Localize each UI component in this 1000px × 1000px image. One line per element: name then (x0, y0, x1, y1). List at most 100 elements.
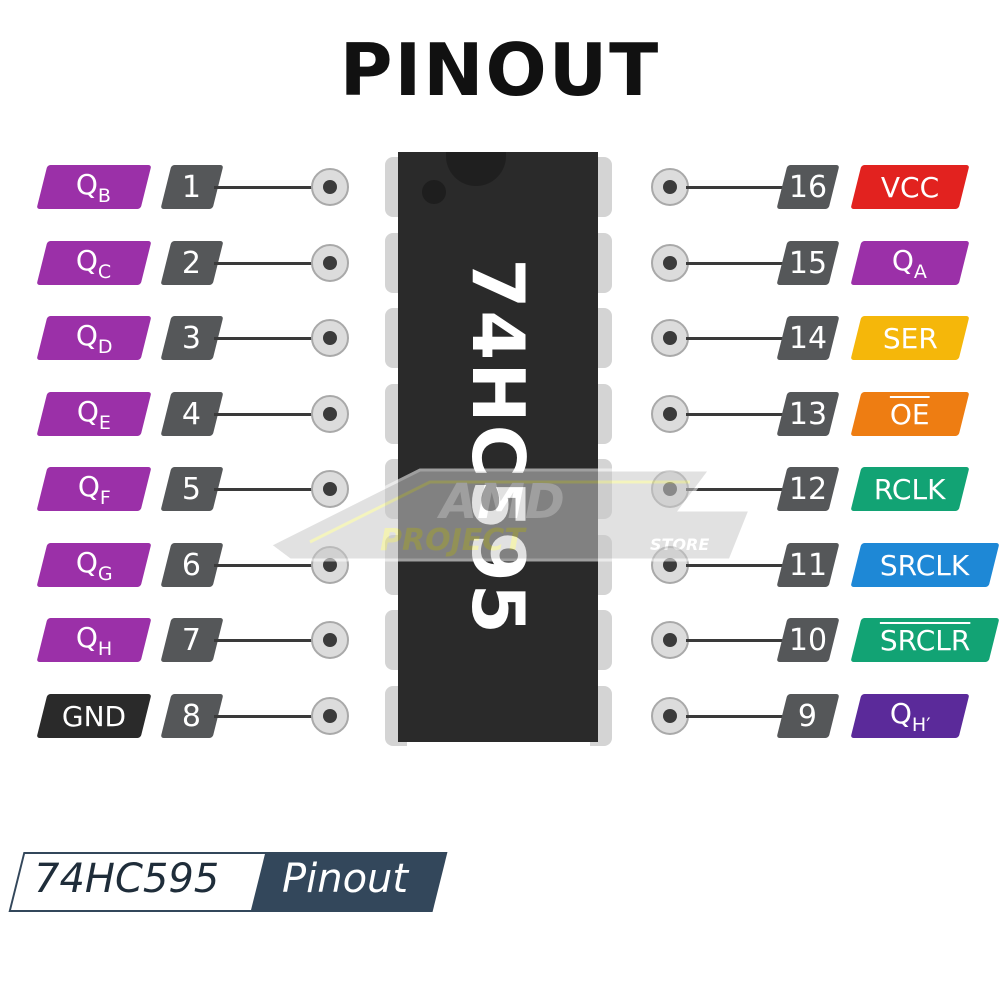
pin-number-tag[interactable]: 10 (776, 618, 840, 662)
pin-name-tag[interactable]: QF (36, 467, 152, 511)
pin-row-5[interactable]: QF 5 (0, 467, 400, 511)
pin-name-subscript: E (99, 411, 112, 433)
pin-number-tag[interactable]: 11 (776, 542, 840, 587)
pin-row-14[interactable]: 14 SER (600, 316, 1000, 360)
pin-name-tag[interactable]: QA (850, 240, 970, 285)
pin-name-subscript: F (99, 486, 111, 509)
pin-number-text: 10 (788, 622, 828, 658)
pin-row-4[interactable]: QE 4 (0, 391, 400, 436)
pin-pad-icon[interactable] (311, 243, 349, 282)
pin-name-subscript: D (97, 335, 113, 358)
pin-number-text: 3 (182, 320, 202, 356)
pin-name-text: QE (77, 394, 111, 433)
pin-name-subscript: C (98, 260, 112, 282)
pin-connector-line (686, 639, 786, 642)
pin-name-subscript: B (98, 184, 112, 207)
pin-name-main: Q (75, 318, 98, 352)
pin-name-text: QB (76, 168, 111, 207)
pin-name-tag[interactable]: QE (36, 391, 152, 436)
pin-pad-icon[interactable] (311, 470, 349, 508)
pin-row-7[interactable]: QH 7 (0, 618, 400, 662)
pin-number-tag[interactable]: 13 (776, 391, 840, 436)
pin1-indicator-dot (422, 180, 446, 204)
pin-connector-line (686, 563, 786, 567)
pin-number-text: 14 (788, 320, 828, 356)
pin-pad-icon[interactable] (311, 621, 349, 659)
pin-name-tag[interactable]: QH (36, 618, 152, 662)
pin-number-tag[interactable]: 12 (776, 467, 840, 511)
pin-number-text: 8 (182, 698, 202, 733)
pin-row-6[interactable]: QG 6 (0, 542, 400, 587)
pin-name-text: SRCLK (880, 548, 969, 581)
pin-name-tag[interactable]: VCC (850, 165, 970, 209)
pin-number-text: 13 (788, 396, 828, 431)
pin-name-tag[interactable]: QH′ (850, 693, 970, 738)
pin-connector-line (686, 186, 786, 189)
pin-row-8[interactable]: GND 8 (0, 693, 400, 738)
pin-name-main: Q (75, 545, 98, 578)
pin-name-tag[interactable]: SRCLR (850, 618, 1000, 662)
pin-pad-icon[interactable] (651, 696, 689, 735)
pin-pad-icon[interactable] (651, 168, 689, 206)
pin-pad-icon[interactable] (651, 545, 689, 584)
pin-row-13[interactable]: 13 OE (600, 391, 1000, 436)
pin-name-main: SRCLR (879, 623, 971, 657)
pin-connector-line (214, 186, 314, 189)
pin-name-tag[interactable]: QG (36, 542, 152, 587)
pin-row-3[interactable]: QD 3 (0, 316, 400, 360)
pin-number-text: 6 (182, 547, 202, 582)
pin-row-1[interactable]: QB 1 (0, 165, 400, 209)
pin-pad-icon[interactable] (311, 696, 349, 735)
pin-pad-icon[interactable] (651, 319, 689, 357)
pin-connector-line (686, 714, 786, 718)
pin-number-text: 16 (788, 169, 828, 205)
pin-number-text: 5 (182, 471, 202, 507)
pin-number-tag[interactable]: 16 (776, 165, 840, 209)
pin-name-text: QH (76, 621, 112, 660)
pin-connector-line (686, 337, 786, 340)
pin-number-tag[interactable]: 15 (776, 240, 840, 285)
pin-connector-line (686, 261, 786, 265)
pin-pad-icon[interactable] (651, 621, 689, 659)
pin-row-10[interactable]: 10 SRCLR (600, 618, 1000, 662)
pin-name-main: SRCLK (880, 548, 970, 581)
pin-name-tag[interactable]: SER (850, 316, 970, 360)
pin-name-text: VCC (881, 171, 939, 204)
pin-number-text: 1 (182, 169, 202, 205)
pin-row-16[interactable]: 16 VCC (600, 165, 1000, 209)
pin-pad-icon[interactable] (311, 168, 349, 206)
pin-pad-icon[interactable] (651, 470, 689, 508)
pin-pad-icon[interactable] (311, 545, 349, 584)
pin-name-main: Q (76, 167, 99, 201)
pin-name-tag[interactable]: SRCLK (850, 542, 1000, 587)
pin-pad-icon[interactable] (311, 319, 349, 357)
pin-name-text: RCLK (874, 473, 946, 506)
pin-name-main: Q (77, 469, 100, 503)
pin-row-11[interactable]: 11 SRCLK (600, 542, 1000, 587)
footer-label: 74HC595 Pinout (8, 852, 450, 912)
pin-name-main: RCLK (874, 472, 946, 506)
pin-number-text: 4 (182, 396, 202, 431)
footer-part-text: 74HC595 (34, 856, 220, 902)
pin-name-tag[interactable]: QD (36, 316, 152, 360)
pin-name-tag[interactable]: RCLK (850, 467, 970, 511)
pin-number-tag[interactable]: 9 (776, 693, 840, 738)
pin-pad-icon[interactable] (311, 394, 349, 433)
pin-name-tag[interactable]: GND (36, 693, 152, 738)
pin-pad-icon[interactable] (651, 394, 689, 433)
pin-connector-line (214, 337, 314, 340)
pin-name-subscript: H (97, 637, 113, 660)
pin-name-tag[interactable]: OE (850, 391, 970, 436)
pin-pad-icon[interactable] (651, 243, 689, 282)
pin-number-tag[interactable]: 14 (776, 316, 840, 360)
pin-number-text: 11 (788, 547, 828, 582)
pin-name-main: VCC (880, 170, 940, 204)
pin-name-tag[interactable]: QC (36, 240, 152, 285)
pin-number-text: 7 (182, 622, 202, 658)
pin-name-tag[interactable]: QB (36, 165, 152, 209)
pin-number-text: 12 (788, 471, 828, 507)
pin-row-12[interactable]: 12 RCLK (600, 467, 1000, 511)
